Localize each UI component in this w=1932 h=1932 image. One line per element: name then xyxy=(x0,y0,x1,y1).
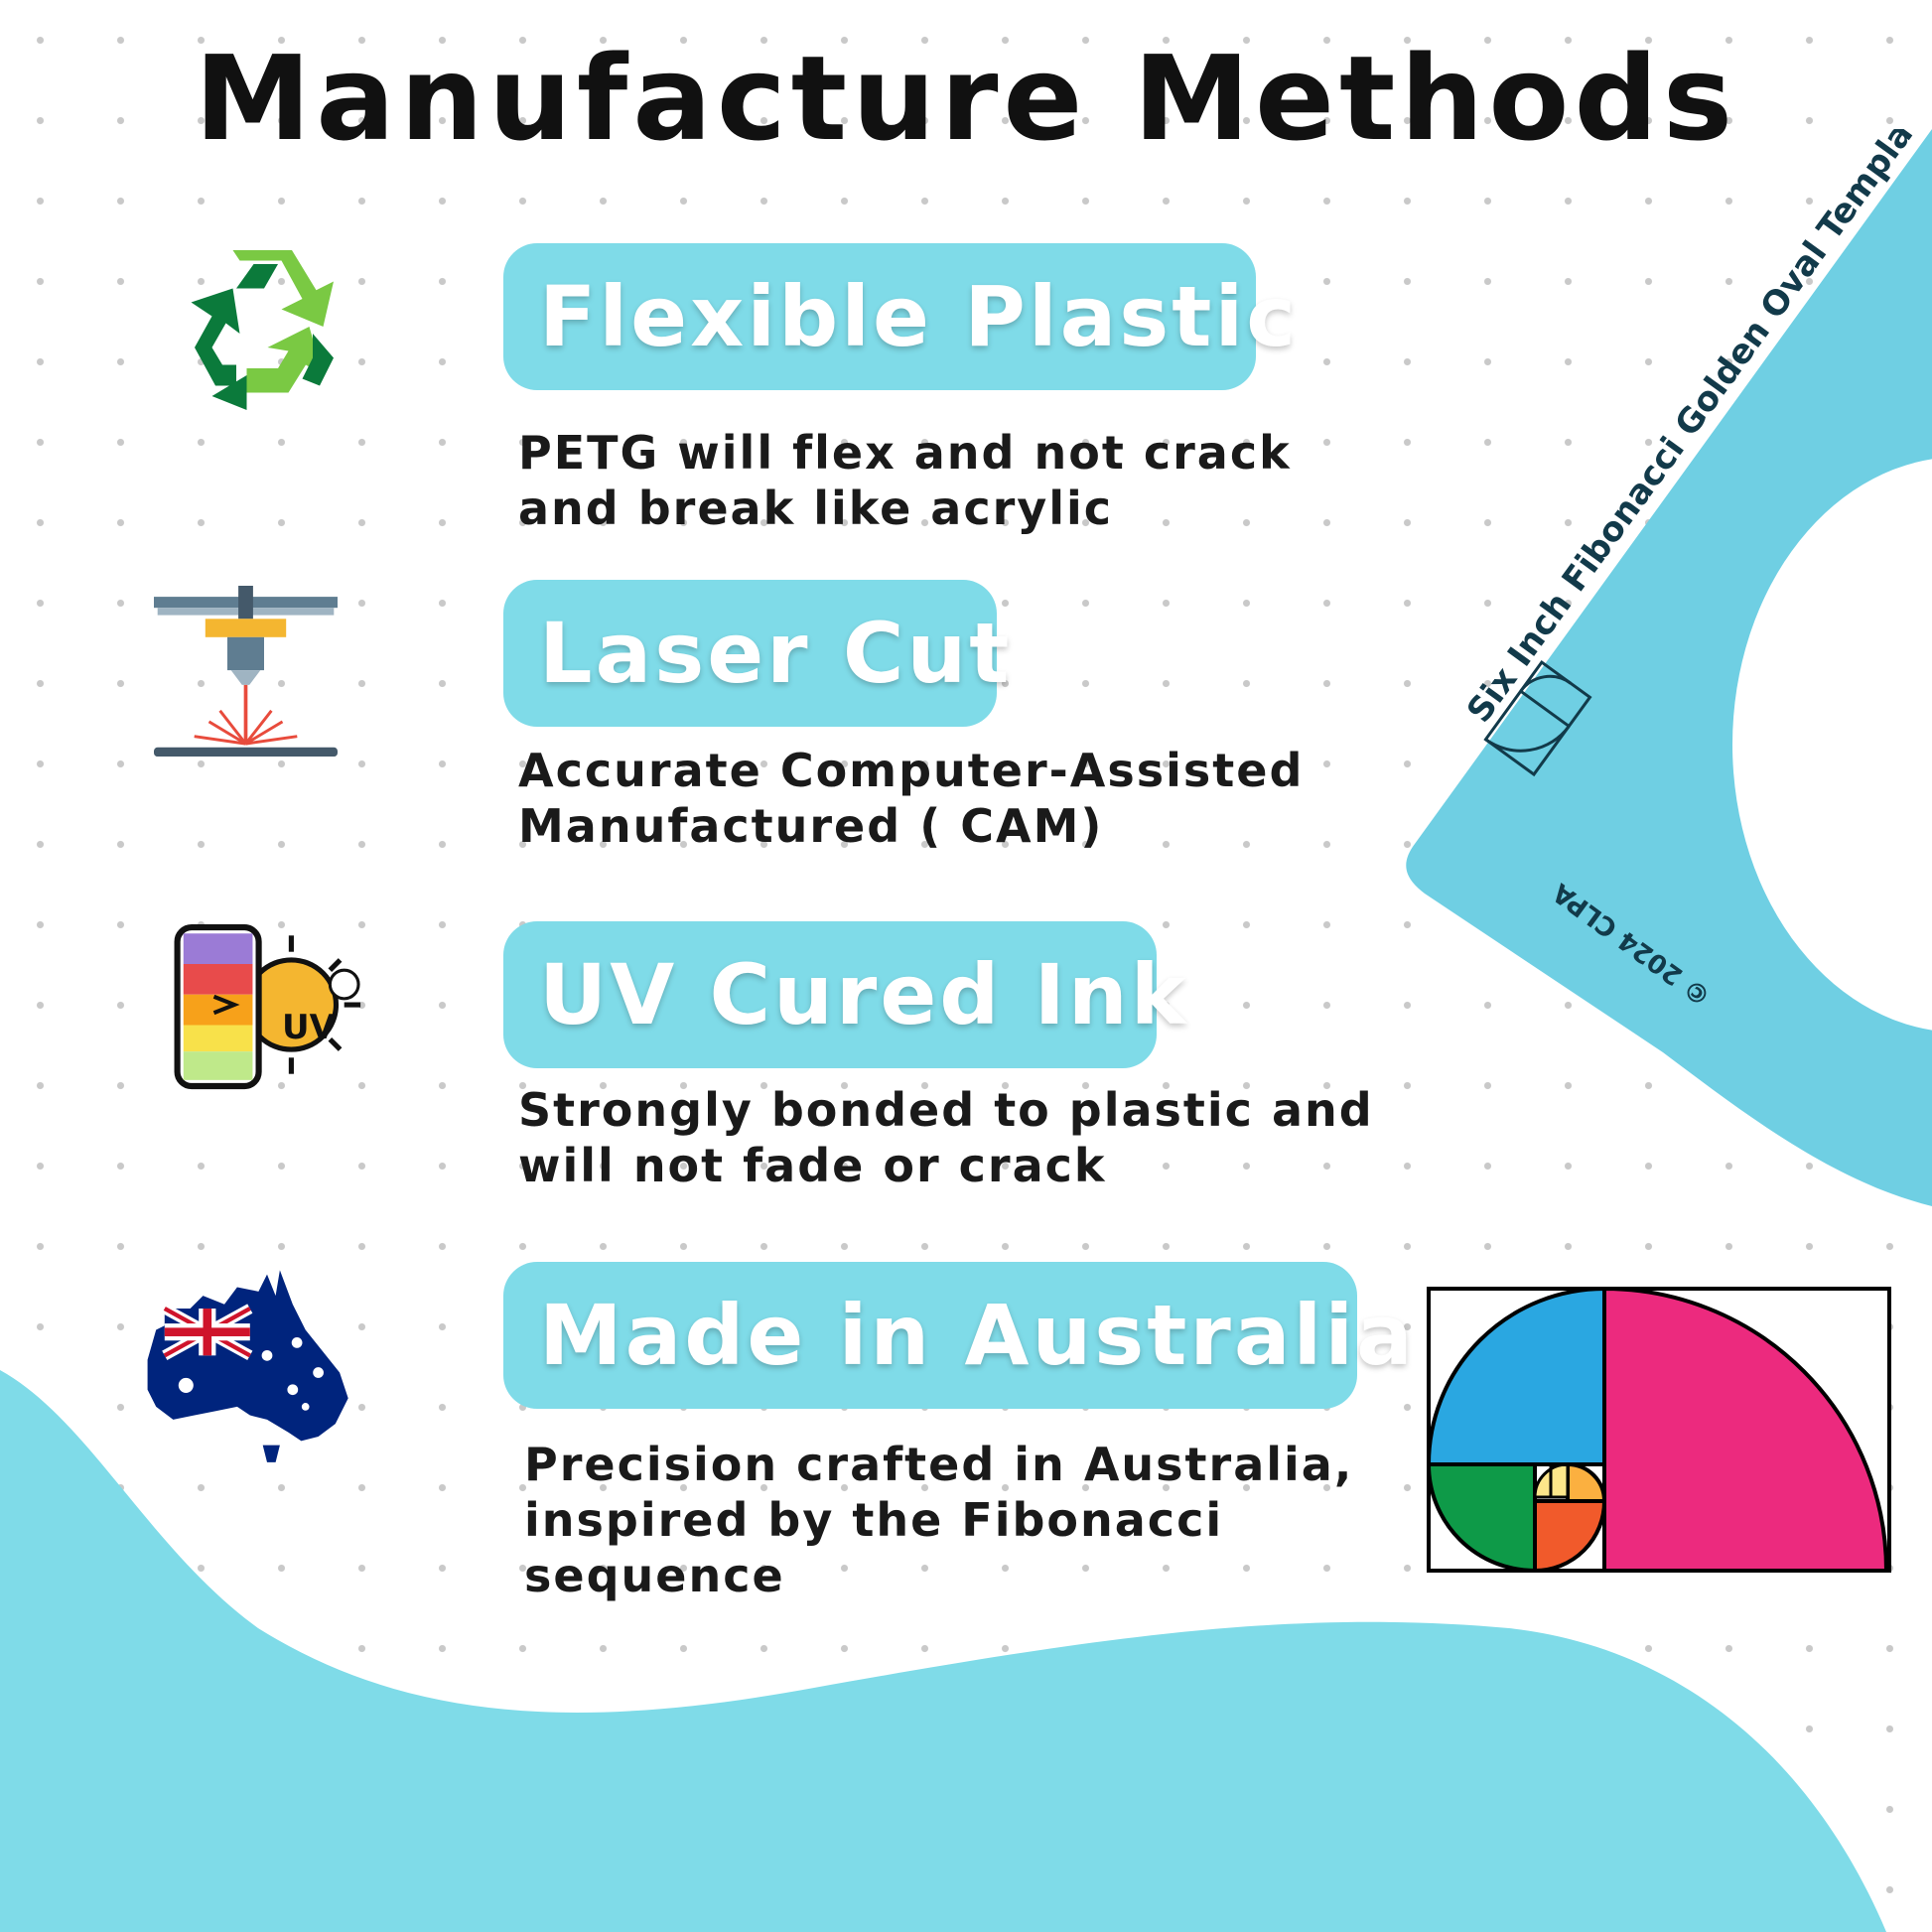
uv-icon-text: UV xyxy=(282,1008,336,1047)
feature-label-uv-cured-ink: UV Cured Ink xyxy=(503,921,1186,1068)
australia-flag-map-icon xyxy=(147,1270,348,1462)
golden-spiral-mark xyxy=(1483,659,1592,777)
feature-label-laser-cut: Laser Cut xyxy=(503,580,1009,727)
feature-description-laser-cut: Accurate Computer-Assisted Manufactured … xyxy=(518,744,1305,853)
uv-ink-icon: UV xyxy=(171,923,379,1127)
feature-description-made-in-australia: Precision crafted in Australia, inspired… xyxy=(524,1438,1354,1602)
recycle-icon xyxy=(191,250,334,410)
laser-cutter-icon xyxy=(154,586,338,758)
feature-label-made-in-australia: Made in Australia xyxy=(503,1262,1413,1409)
feature-description-uv-cured-ink: Strongly bonded to plastic and will not … xyxy=(518,1083,1374,1192)
golden-spiral-illustration xyxy=(1426,1286,1891,1574)
page-title: Manufacture Methods xyxy=(194,30,1738,167)
feature-description-flexible-plastic: PETG will flex and not crack and break l… xyxy=(518,426,1292,535)
oval-template-image: Six Inch Fibonacci Golden Oval Template … xyxy=(1406,129,1932,1206)
oval-cutout xyxy=(1732,459,1932,1031)
feature-label-flexible-plastic: Flexible Plastic xyxy=(503,243,1296,390)
